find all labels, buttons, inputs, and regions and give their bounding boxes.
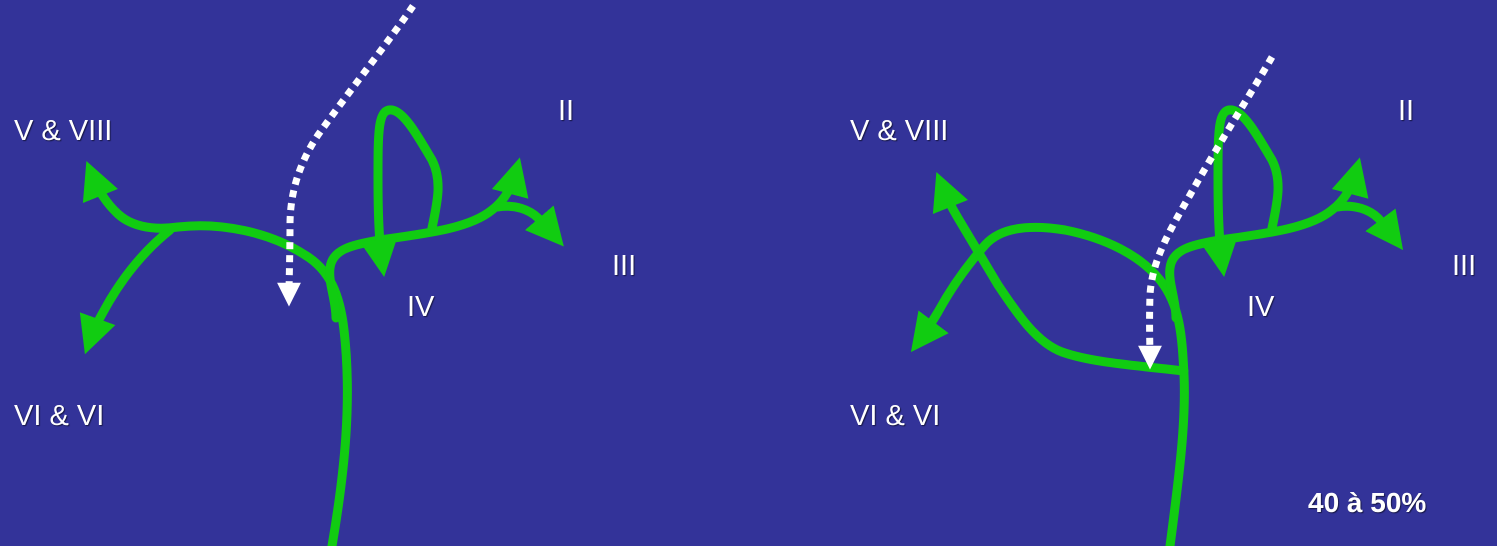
label-iii-left: III [612, 250, 637, 282]
right-iv-loop [1200, 105, 1283, 277]
label-iv-right: IV [1247, 291, 1275, 323]
right-panel-diagram [910, 55, 1404, 546]
right-v-viii-branch [932, 171, 1189, 376]
label-iv-left: IV [407, 291, 435, 323]
label-vi-vi-left: VI & VI [14, 400, 105, 432]
label-ii-left: II [558, 95, 575, 127]
label-iii-right: III [1452, 250, 1477, 282]
label-v-viii-left: V & VIII [14, 115, 113, 147]
left-dotted-path [277, 4, 416, 307]
label-ii-right: II [1398, 95, 1415, 127]
right-iii-branch [1333, 201, 1404, 251]
label-vi-vi-right: VI & VI [850, 400, 941, 432]
left-iv-loop [360, 105, 443, 277]
left-panel-diagram [79, 4, 564, 546]
label-v-viii-right: V & VIII [850, 115, 949, 147]
left-main-trunk [82, 160, 352, 546]
right-dotted-path [1138, 55, 1276, 370]
left-iii-branch [493, 201, 564, 247]
right-main-trunk [910, 222, 1189, 546]
percentage-label: 40 à 50% [1308, 487, 1427, 518]
left-vi-branch [79, 225, 175, 355]
